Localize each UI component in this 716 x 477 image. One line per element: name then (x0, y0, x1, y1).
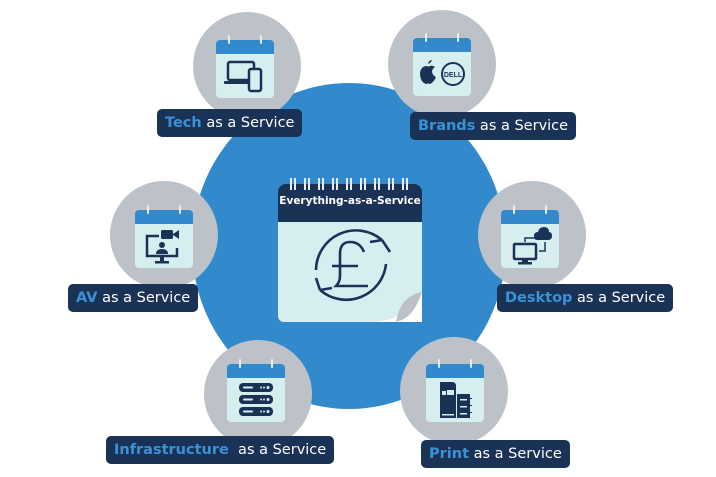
label-tech: Tech as a Service (157, 109, 303, 137)
cloud-desktop-icon (512, 227, 552, 265)
server-rack-icon (239, 383, 273, 416)
label-tech-highlight: Tech (165, 115, 202, 131)
label-print-highlight: Print (429, 446, 470, 462)
binding-coil-icon (406, 178, 408, 190)
calendar-brands: DELL (413, 33, 471, 96)
pound-cycle-icon (314, 229, 422, 322)
binding-coil-icon (388, 178, 390, 190)
center-calendar-card: Everything-as-a-Service (278, 178, 422, 322)
apple-dell-logos-icon: DELL (420, 60, 465, 86)
svg-text:DELL: DELL (444, 72, 463, 79)
calendar-tech (216, 35, 274, 98)
label-desktop-highlight: Desktop (505, 290, 573, 306)
label-av: AV as a Service (68, 284, 199, 312)
center-card-body (278, 222, 422, 322)
binding-coil-icon (336, 178, 338, 190)
label-print: Print as a Service (421, 440, 570, 468)
label-brands: Brands as a Service (410, 112, 577, 140)
label-av-highlight: AV (76, 290, 98, 306)
label-tech-suffix: as a Service (201, 115, 295, 131)
label-brands-highlight: Brands (418, 118, 476, 134)
laptop-phone-icon (224, 60, 263, 93)
label-av-suffix: as a Service (97, 290, 191, 306)
binding-coil-icon (294, 178, 296, 190)
binding-coil-icon (290, 178, 292, 190)
center-title: Everything-as-a-Service (279, 195, 421, 207)
label-infrastructure-highlight: Infrastructure (114, 442, 229, 458)
binding-coil-icon (346, 178, 348, 190)
label-brands-suffix: as a Service (475, 118, 569, 134)
binding-coil-icon (392, 178, 394, 190)
calendar-av (135, 205, 193, 268)
binding-coil-icon (374, 178, 376, 190)
printer-icon (440, 382, 472, 418)
binding-coil-icon (332, 178, 334, 190)
label-desktop: Desktop as a Service (497, 284, 674, 312)
binding-coil-icon (364, 178, 366, 190)
calendar-print (426, 359, 484, 422)
label-print-suffix: as a Service (469, 446, 562, 462)
binding-coil-icon (322, 178, 324, 190)
binding-coil-icon (308, 178, 310, 190)
binding-coil-icon (360, 178, 362, 190)
label-desktop-suffix: as a Service (572, 290, 666, 306)
label-infrastructure-suffix: as a Service (228, 442, 327, 458)
binding-coil-icon (378, 178, 380, 190)
binding-coil-icon (350, 178, 352, 190)
label-infrastructure: Infrastructure as a Service (106, 436, 335, 464)
binding-coil-icon (304, 178, 306, 190)
center-card-header (278, 184, 422, 222)
calendar-desktop (501, 205, 559, 268)
binding-coil-icon (402, 178, 404, 190)
calendar-infrastructure (227, 359, 285, 422)
binding-coil-icon (318, 178, 320, 190)
video-call-monitor-icon (145, 230, 179, 264)
